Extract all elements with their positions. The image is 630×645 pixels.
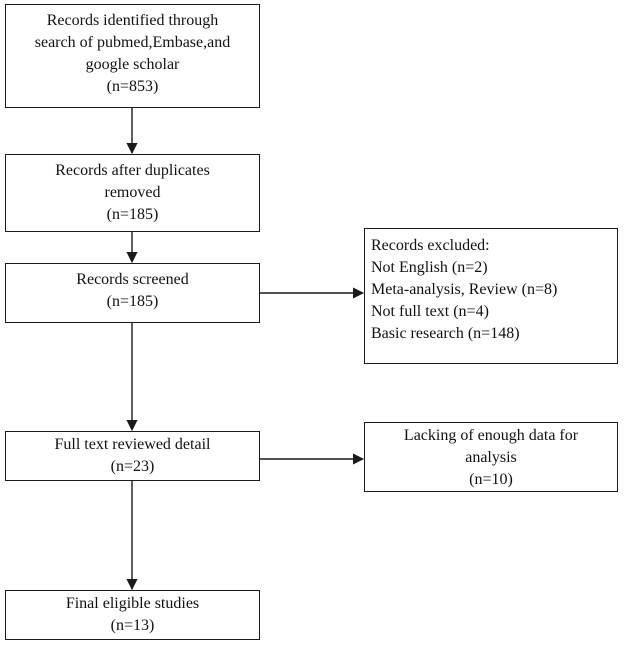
records-identified-count: (n=853) — [106, 78, 159, 95]
full-text-reviewed-box: Full text reviewed detail (n=23) — [5, 431, 260, 481]
records-excluded-heading: Records excluded: — [371, 237, 490, 254]
records-identified-line-2: search of pubmed,Embase,and — [34, 34, 231, 51]
records-after-duplicates-count: (n=185) — [106, 206, 159, 223]
records-screened-box: Records screened (n=185) — [5, 263, 260, 323]
records-after-duplicates-line-1: Records after duplicates — [55, 162, 210, 179]
lacking-data-line-1: Lacking of enough data for — [403, 427, 579, 444]
excluded-not-english: Not English (n=2) — [371, 259, 488, 276]
records-identified-line-1: Records identified through — [46, 12, 219, 29]
final-eligible-count: (n=13) — [110, 617, 155, 634]
records-identified-line-3: google scholar — [85, 56, 180, 73]
excluded-meta-analysis-review: Meta-analysis, Review (n=8) — [371, 281, 558, 298]
final-eligible-box: Final eligible studies (n=13) — [5, 590, 260, 640]
excluded-not-full-text: Not full text (n=4) — [371, 303, 489, 320]
final-eligible-label: Final eligible studies — [65, 595, 200, 612]
full-text-reviewed-label: Full text reviewed detail — [54, 436, 211, 453]
records-screened-count: (n=185) — [106, 293, 159, 310]
excluded-basic-research: Basic research (n=148) — [371, 325, 520, 342]
records-screened-label: Records screened — [76, 271, 189, 288]
lacking-data-box: Lacking of enough data for analysis (n=1… — [364, 422, 618, 492]
lacking-data-line-2: analysis — [465, 449, 517, 466]
records-after-duplicates-line-2: removed — [104, 184, 161, 201]
full-text-reviewed-count: (n=23) — [110, 458, 155, 475]
records-after-duplicates-box: Records after duplicates removed (n=185) — [5, 154, 260, 232]
records-excluded-box: Records excluded: Not English (n=2) Meta… — [364, 228, 618, 364]
records-identified-box: Records identified through search of pub… — [5, 4, 260, 108]
lacking-data-count: (n=10) — [469, 471, 513, 488]
